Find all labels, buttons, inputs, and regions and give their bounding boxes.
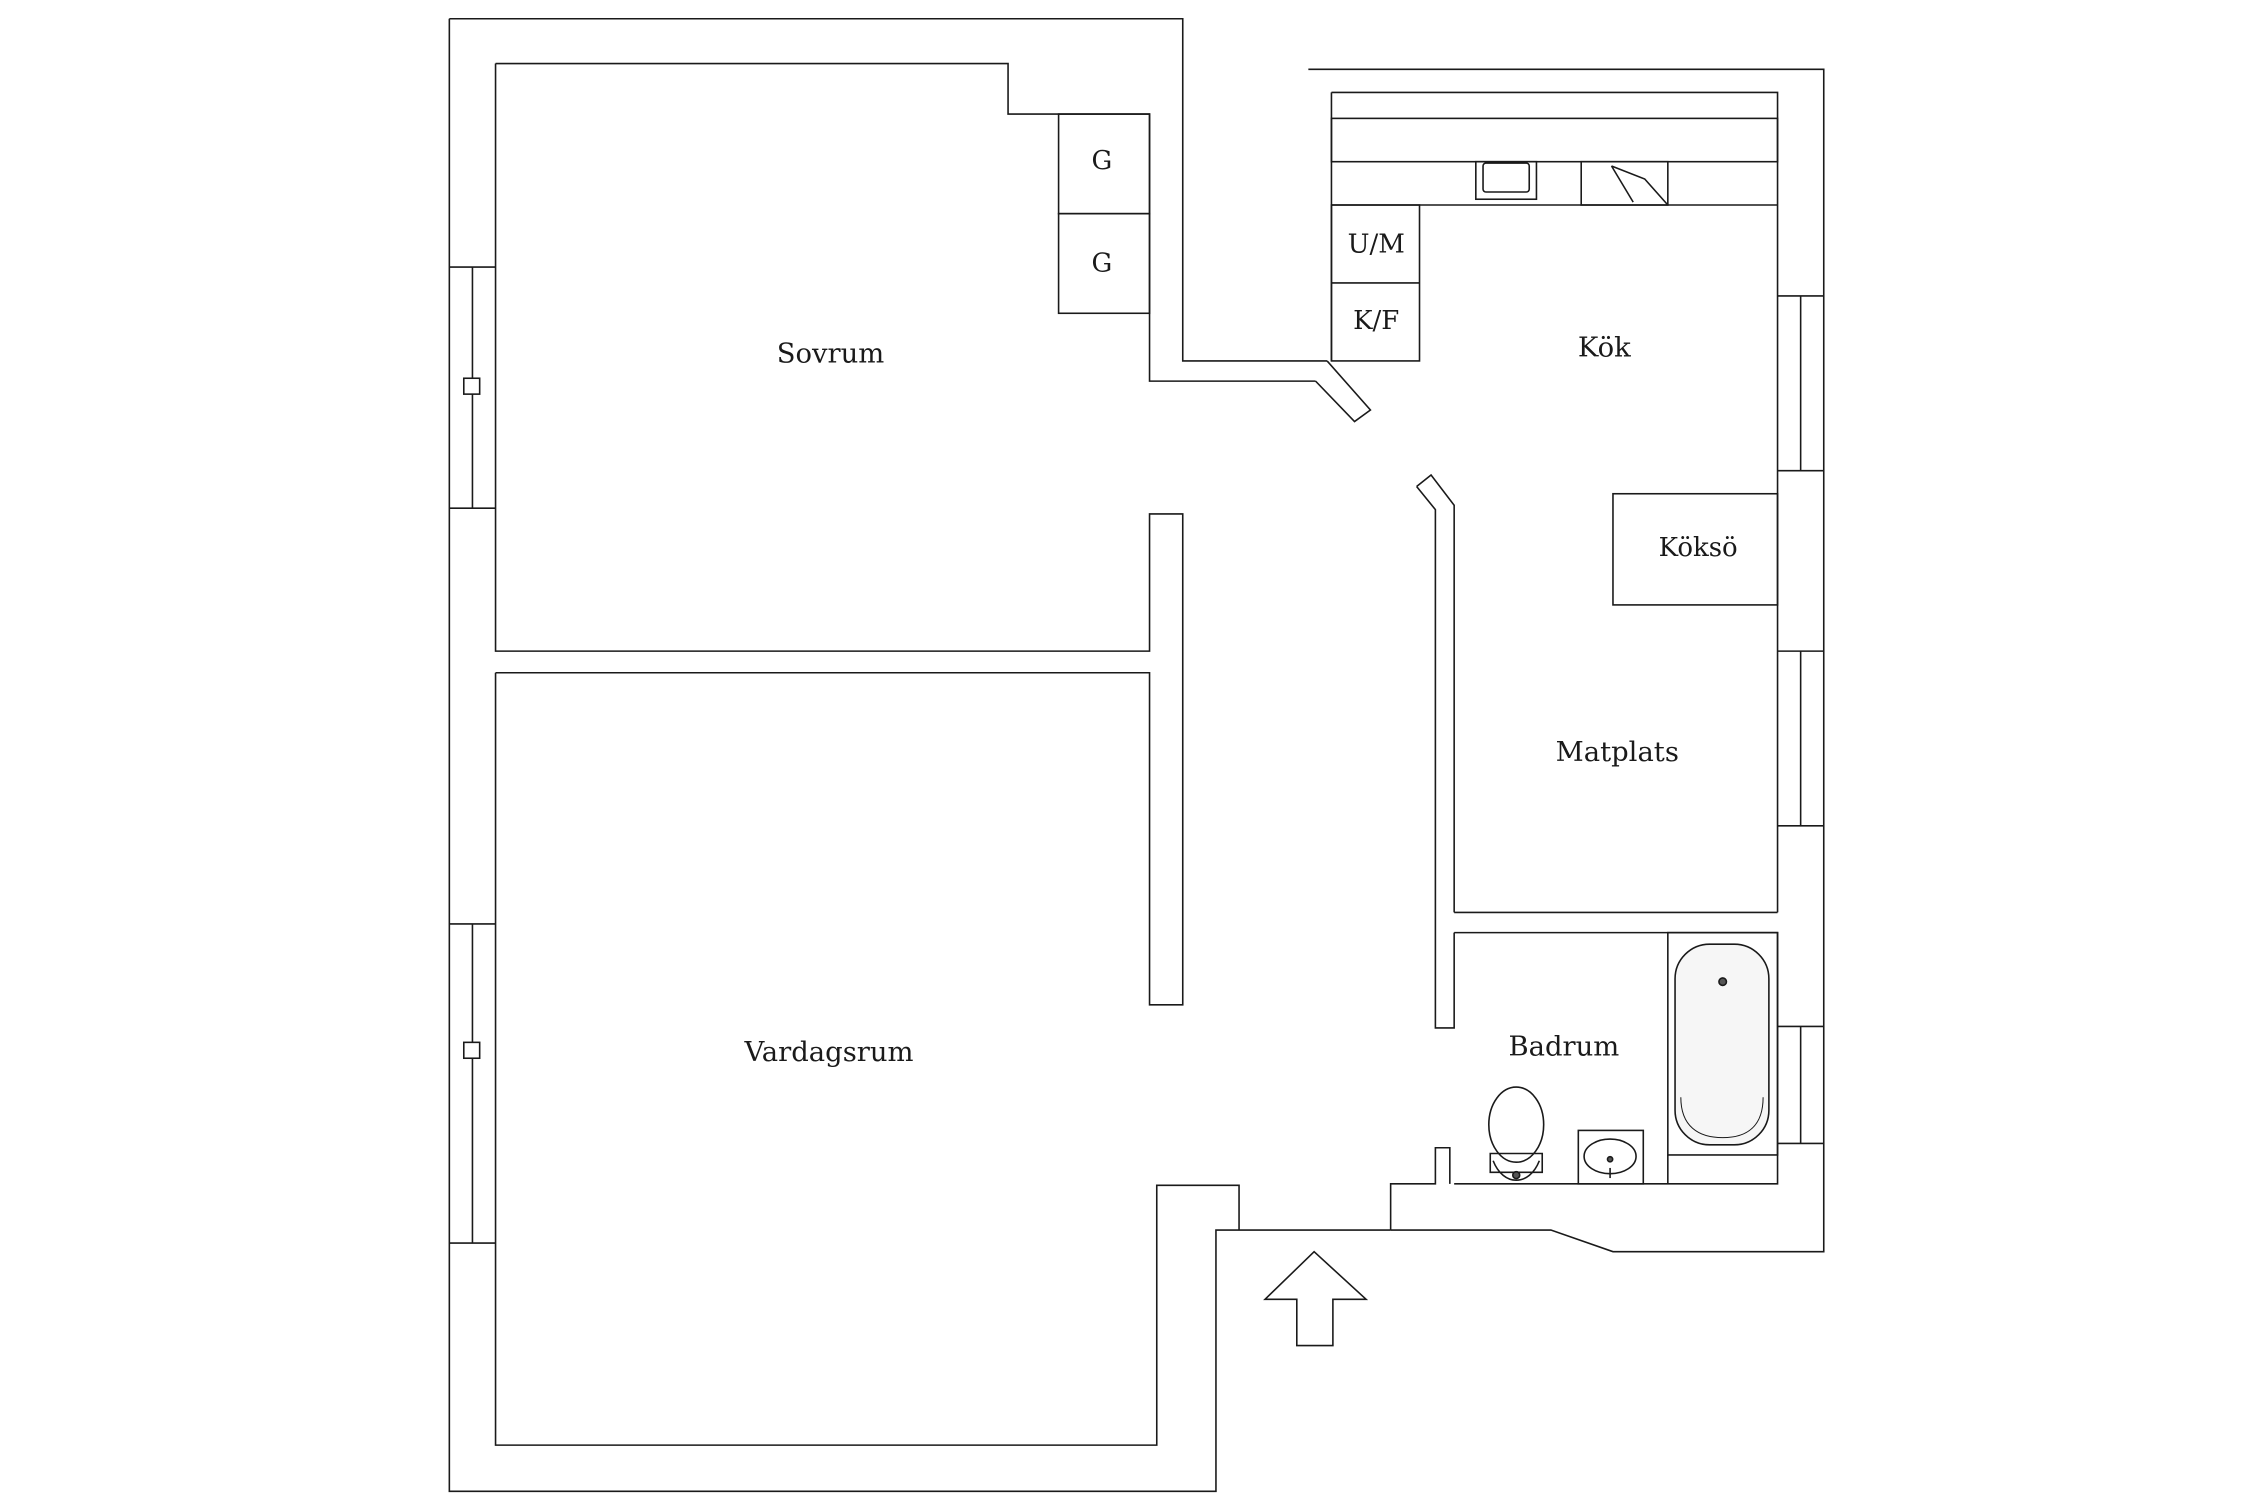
bathtub-icon [1667,931,1779,1156]
room-label-sovrum: Sovrum [777,338,885,369]
sink-icon [1475,160,1538,201]
wardrobe-label-1: G [1092,146,1113,176]
window-right-3 [1777,1025,1824,1145]
window-right-2 [1777,650,1824,827]
wardrobes [1057,113,1151,315]
bathroom-sink-icon [1577,1129,1645,1185]
stove-icon [1580,160,1669,206]
hallway-wall-stubs [1314,360,1455,1029]
toilet-icon [1488,1086,1545,1182]
room-label-vardagsrum: Vardagsrum [744,1037,914,1068]
window-left-bottom [449,923,496,1244]
kitchen-counter [1330,117,1779,362]
room-label-badrum: Badrum [1508,1031,1619,1062]
entrance-arrow-icon [1263,1250,1369,1347]
bedroom-walls [494,63,1184,1006]
room-label-kok: Kök [1578,333,1631,364]
labels: Sovrum Vardagsrum Kök Matplats Badrum G … [744,146,1738,1068]
room-label-matplats: Matplats [1556,737,1679,768]
dishwasher-label: U/M [1348,230,1405,260]
bathroom-walls [1389,1146,1451,1231]
fridge-freezer-label: K/F [1353,306,1399,336]
kitchen-island [1612,492,1779,606]
kitchen-island-label: Köksö [1659,533,1738,563]
wardrobe-label-2: G [1092,248,1113,278]
window-left-top [449,266,496,509]
window-right-1 [1777,295,1824,472]
